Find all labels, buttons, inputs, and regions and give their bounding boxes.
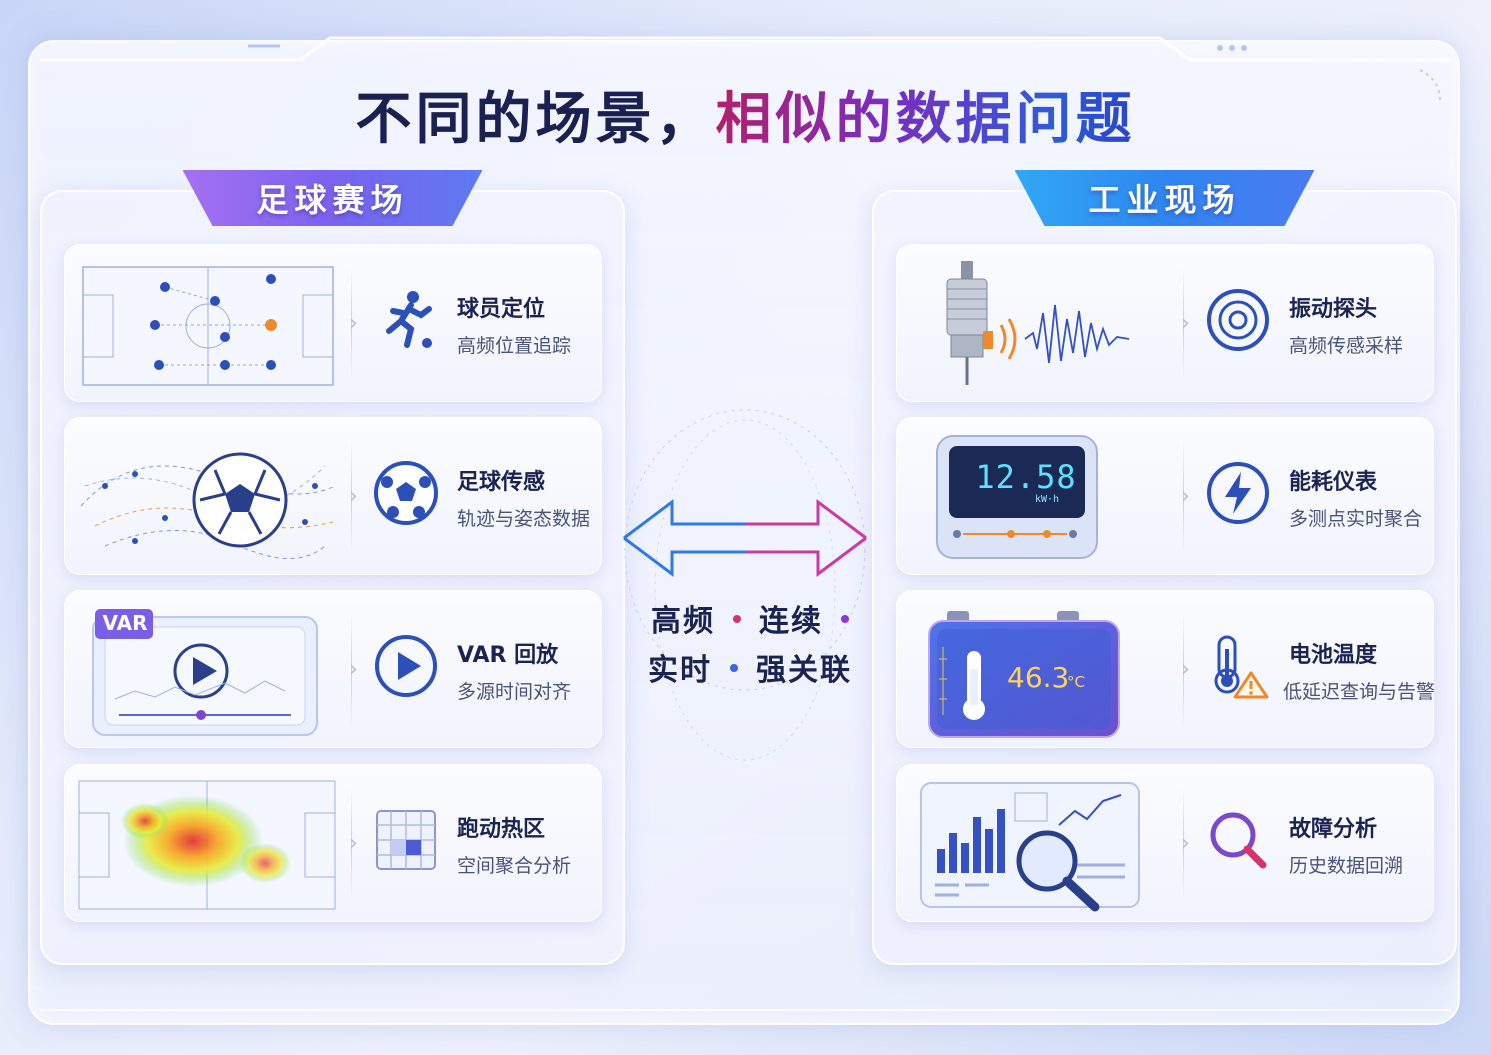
- card-divider: [1183, 613, 1184, 727]
- soccer-ball-icon: [374, 461, 438, 525]
- item-name: 跑动热区: [457, 817, 546, 842]
- item-name: 振动探头: [1289, 297, 1378, 322]
- item-name: 球员定位: [457, 297, 546, 322]
- chevron-right-icon: ›: [1181, 484, 1190, 509]
- card-divider: [351, 613, 352, 727]
- meter-reading: 12.58: [975, 458, 1077, 496]
- battery-pack-illustration: [928, 611, 1120, 738]
- running-player-icon: [386, 291, 432, 348]
- item-desc: 低延迟查询与告警: [1283, 681, 1436, 703]
- keyword-continuous: 连续: [759, 604, 823, 639]
- chevron-right-icon: ›: [1181, 657, 1190, 682]
- item-desc: 轨迹与姿态数据: [457, 508, 591, 530]
- item-desc: 历史数据回溯: [1289, 855, 1404, 877]
- industrial-tab: 工业现场: [1014, 170, 1315, 226]
- center-arrows: [623, 409, 867, 761]
- card-divider: [351, 440, 352, 554]
- card-divider: [1183, 787, 1184, 901]
- center-line-2: 实时 强关联: [640, 645, 860, 689]
- card-vibration-probe[interactable]: › 振动探头 高频传感采样: [896, 244, 1434, 402]
- title-part1: 不同的场景，: [355, 87, 716, 152]
- dashboard-analysis-illustration: [920, 782, 1140, 912]
- chevron-right-icon: ›: [349, 657, 358, 682]
- item-name: 故障分析: [1289, 817, 1378, 842]
- item-name: 足球传感: [457, 470, 546, 495]
- chevron-right-icon: ›: [349, 831, 358, 856]
- card-battery-temperature[interactable]: 46.3 °C › 电池温度 低延迟查询与告警: [896, 590, 1436, 748]
- card-divider: [1183, 267, 1184, 381]
- card-fault-analysis[interactable]: › 故障分析 历史数据回溯: [896, 764, 1434, 922]
- card-player-positioning[interactable]: › 球员定位 高频位置追踪: [64, 244, 602, 402]
- title-part2: 相似的数据问题: [715, 87, 1136, 152]
- card-energy-meter[interactable]: 12.58 kW·h › 能耗仪表 多测点实时聚合: [896, 417, 1434, 575]
- page-title: 不同的场景，相似的数据问题: [0, 74, 1491, 155]
- card-divider: [351, 267, 352, 381]
- temperature-unit: °C: [1067, 673, 1085, 691]
- keyword-realtime: 实时: [648, 653, 712, 688]
- energy-meter-illustration: [936, 435, 1098, 559]
- vibration-sensor-illustration: [946, 261, 1130, 385]
- chevron-right-icon: ›: [349, 311, 358, 336]
- item-desc: 空间聚合分析: [457, 855, 572, 877]
- magnifier-icon: [1210, 812, 1267, 869]
- item-desc: 多测点实时聚合: [1289, 508, 1423, 530]
- meter-unit: kW·h: [1035, 494, 1060, 505]
- ball-trajectory-illustration: [80, 452, 336, 559]
- keyword-strong-correlation: 强关联: [756, 653, 852, 688]
- keyword-high-frequency: 高频: [651, 604, 715, 639]
- item-desc: 多源时间对齐: [457, 681, 572, 703]
- pitch-positions-illustration: [82, 266, 334, 386]
- chevron-right-icon: ›: [349, 484, 358, 509]
- play-icon: [375, 635, 437, 697]
- card-divider: [351, 787, 352, 901]
- var-screen-illustration: [92, 609, 318, 736]
- grid-icon: [376, 810, 436, 870]
- thermometer-warning-icon: [1214, 635, 1269, 699]
- item-desc: 高频位置追踪: [457, 335, 572, 357]
- target-icon: [1207, 289, 1269, 351]
- football-panel: 足球赛场 › 球员定位 高频位置追踪: [40, 170, 625, 965]
- card-var-replay[interactable]: VAR › VAR 回放 多源时间对齐: [64, 590, 602, 748]
- item-desc: 高频传感采样: [1289, 335, 1404, 357]
- lightning-icon: [1207, 462, 1269, 524]
- blue-dot: [730, 663, 738, 672]
- center-line-1: 高频 连续: [640, 596, 860, 640]
- card-ball-sensor[interactable]: › 足球传感 轨迹与姿态数据: [64, 417, 602, 575]
- pink-dot: [733, 614, 741, 623]
- heatmap-pitch-illustration: [78, 780, 336, 910]
- var-badge: VAR: [102, 611, 148, 635]
- card-heat-zone[interactable]: › 跑动热区 空间聚合分析: [64, 764, 602, 922]
- chevron-right-icon: ›: [1181, 831, 1190, 856]
- temperature-reading: 46.3: [1007, 661, 1070, 694]
- chevron-right-icon: ›: [1181, 311, 1190, 336]
- football-tab: 足球赛场: [182, 170, 483, 226]
- purple-dot: [841, 614, 849, 623]
- item-name: 电池温度: [1289, 643, 1378, 668]
- item-name: VAR 回放: [457, 643, 559, 668]
- item-name: 能耗仪表: [1289, 470, 1378, 495]
- card-divider: [1183, 440, 1184, 554]
- industrial-panel: 工业现场 › 振动探头 高频传感采样 1: [872, 170, 1457, 965]
